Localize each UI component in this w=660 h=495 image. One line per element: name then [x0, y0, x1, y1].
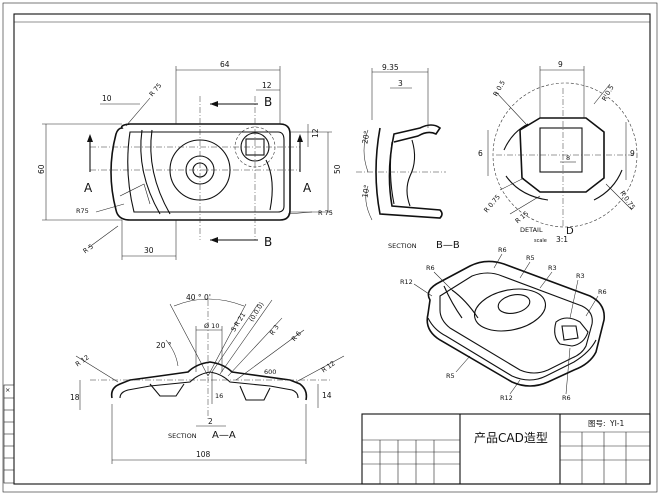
dim-9-35: 9.35: [382, 63, 399, 72]
dim-r75-top: R 75: [148, 82, 164, 99]
iso-r6-left: R6: [426, 264, 435, 272]
part-name: 产品CAD造型: [474, 431, 548, 445]
dim-8: 8: [566, 154, 570, 162]
dim-r075-right: R 0.75: [618, 189, 637, 211]
iso-r5-bottom: R5: [446, 372, 455, 380]
detail-letter: D: [566, 226, 574, 237]
dim-9-top: 9: [558, 60, 563, 69]
side-section-b-b: 9.35 3 20° 10° SECTION B—B: [356, 63, 460, 251]
dim-r6-section: R 6: [290, 330, 303, 343]
dim-108: 108: [196, 450, 211, 459]
dim-r05-right: R 0.5: [600, 84, 615, 103]
detail-d-view: 9 6 9 8 R 0.5 R 0.5 R 0.75 R 0.75 R 15 D…: [478, 60, 638, 244]
dim-60: 60: [37, 164, 46, 174]
detail-scale-value: 3:1: [556, 235, 568, 244]
dim-9-right: 9: [630, 149, 635, 158]
angle-10: 10°: [360, 184, 371, 199]
label-a-left: A: [84, 181, 93, 195]
dim-14: 14: [322, 391, 332, 400]
dim-50: 50: [333, 164, 342, 174]
dim-point: (0.0.0): [247, 301, 265, 324]
dim-r75-left: R75: [76, 207, 89, 215]
iso-r12-bottom: R12: [500, 394, 513, 402]
dim-6: 6: [478, 149, 483, 158]
iso-r12-left: R12: [400, 278, 413, 286]
dim-18: 18: [70, 393, 80, 402]
label-b-bottom: B: [264, 235, 272, 249]
dim-600: 600: [264, 368, 276, 376]
dim-r3-section: R 3: [268, 323, 281, 336]
iso-r6-bottom: R6: [562, 394, 571, 402]
section-b-letters: B—B: [436, 240, 460, 251]
angle-20: 20°: [360, 130, 371, 145]
dim-d10: Ø 10: [204, 322, 219, 330]
iso-r6-top: R6: [498, 246, 507, 254]
dim-64: 64: [220, 60, 230, 69]
front-view: 64 12 10 30 60 50 12 R 75 R75 R 75 R 5 A…: [37, 60, 342, 260]
iso-r5-top: R5: [526, 254, 535, 262]
label-a-right: A: [303, 181, 312, 195]
drawing-no-label: 图号:: [588, 419, 606, 428]
section-b-title: SECTION: [388, 242, 417, 250]
title-block: 图号: YI-1 产品CAD造型: [361, 413, 651, 485]
dim-16: 16: [215, 392, 223, 400]
detail-title: DETAIL: [520, 226, 543, 234]
left-strip-mark: ×: [5, 386, 10, 394]
left-revision-strip: ×: [3, 384, 15, 484]
section-a-title: SECTION: [168, 432, 197, 440]
inner-border: [13, 13, 651, 485]
dim-r075-left: R 0.75: [482, 193, 502, 214]
dim-12-right: 12: [311, 128, 320, 138]
iso-r6-right: R6: [598, 288, 607, 296]
dim-2: 2: [208, 417, 213, 426]
dim-12-top: 12: [262, 81, 272, 90]
dim-10: 10: [102, 94, 112, 103]
dim-30: 30: [144, 246, 154, 255]
section-a-a-view: 40 ° 0' 20 ° Ø 10 S R 21 (0.0.0) R 3 R 6…: [70, 293, 345, 464]
angle-20-section: 20 °: [156, 341, 172, 350]
dim-r12-left: R 12: [74, 353, 91, 368]
detail-scale-label: scale: [534, 238, 547, 244]
iso-r3-right: R3: [576, 272, 585, 280]
isometric-view: R6 R6 R5 R3 R3 R6 R12 R5 R12 R6: [400, 246, 607, 402]
angle-40: 40 ° 0': [186, 293, 211, 302]
iso-r3-top: R3: [548, 264, 557, 272]
section-a-letters: A—A: [212, 430, 236, 441]
drawing-no: YI-1: [609, 419, 624, 428]
dim-r05-left: R 0.5: [492, 79, 507, 98]
dim-sr21: S R 21: [229, 311, 247, 333]
dim-3: 3: [398, 79, 403, 88]
dim-r15: R 15: [514, 209, 531, 225]
dim-r75-right: R 75: [318, 209, 333, 217]
label-b-top: B: [264, 95, 272, 109]
